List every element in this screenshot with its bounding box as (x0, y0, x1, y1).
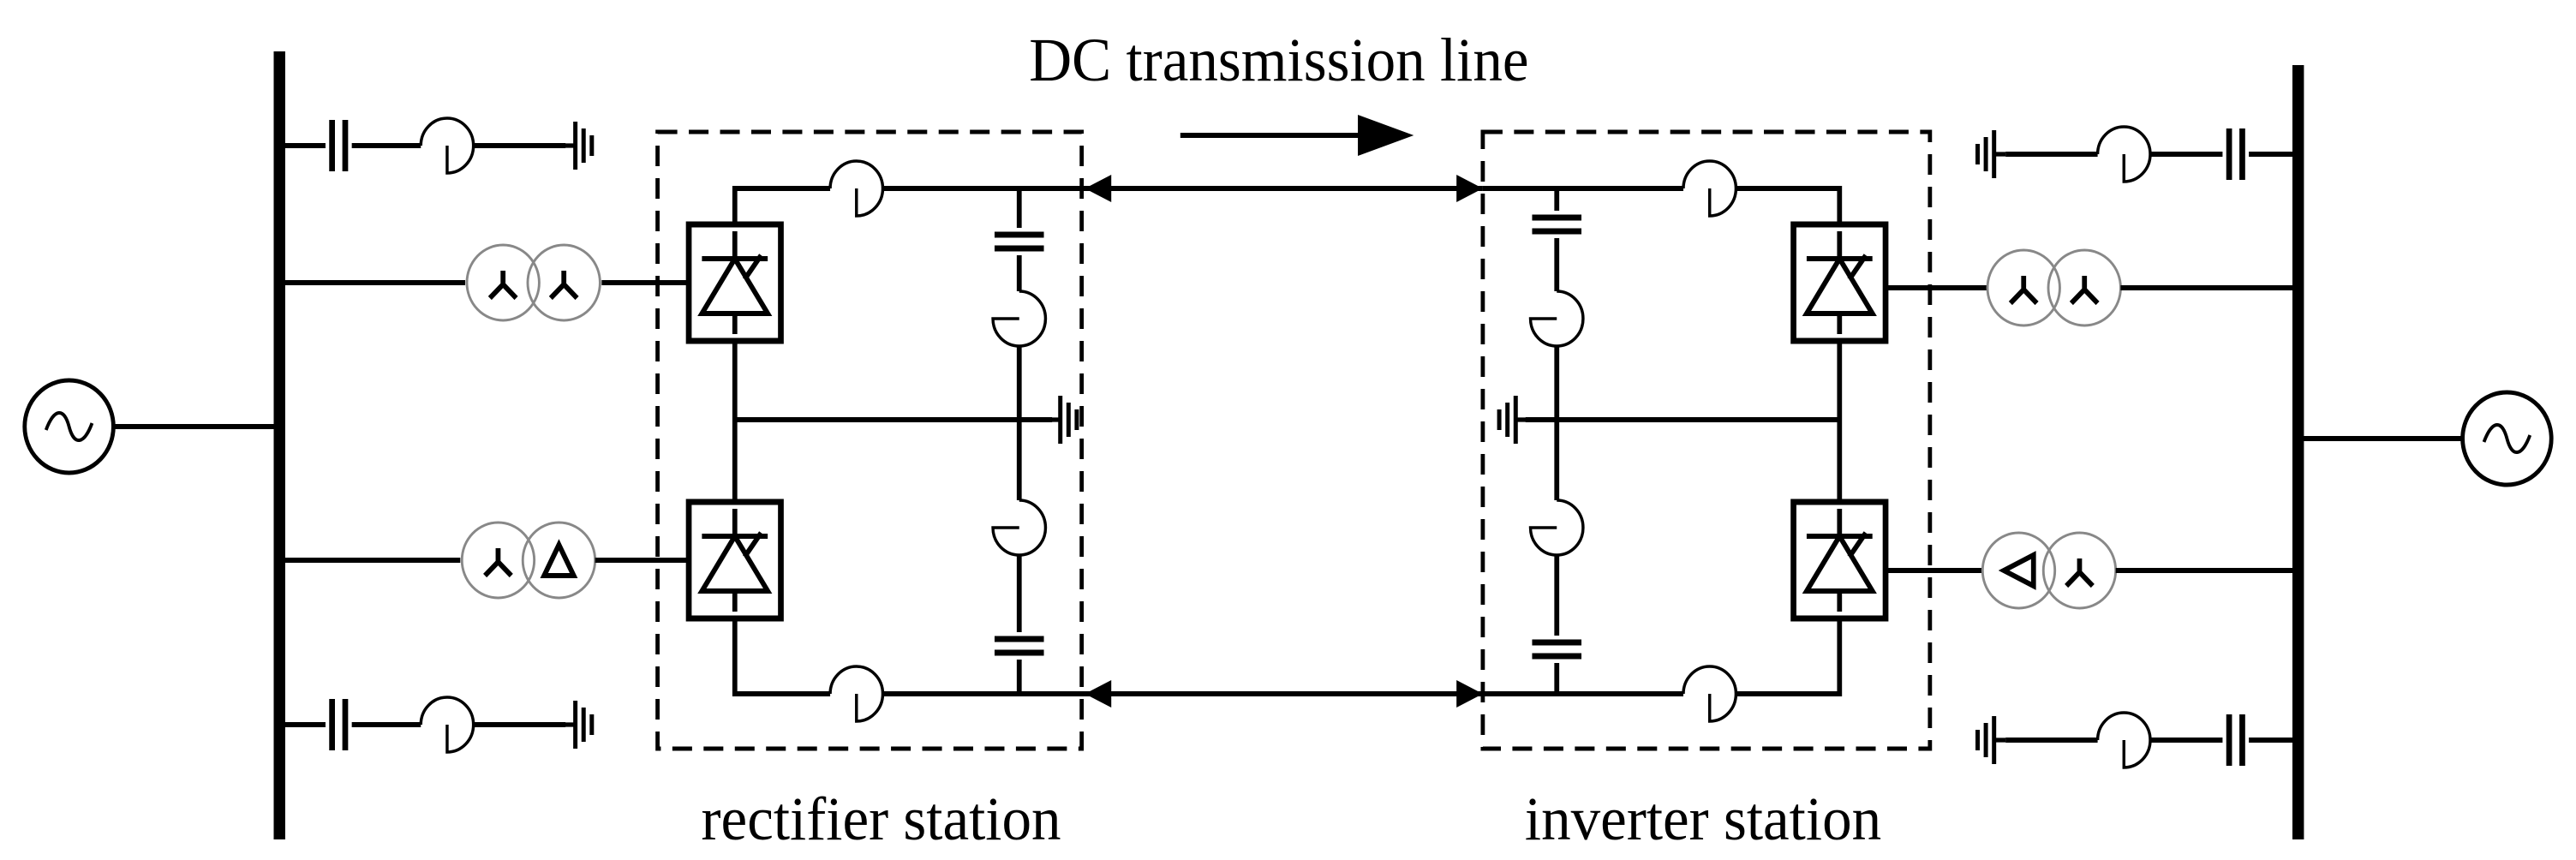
capacitor-icon (1532, 218, 1581, 231)
ground-icon (1978, 130, 2006, 178)
right-ac-source (2301, 390, 2554, 487)
dc-transmission-lines (1085, 115, 1483, 708)
right-bottom-transformer (1886, 531, 2295, 610)
inductor-icon (828, 159, 885, 218)
capacitor-icon (995, 235, 1044, 248)
power-flow-arrow-icon (1358, 115, 1414, 156)
inverter-station-box (1480, 129, 1933, 751)
inverter-circuit (1482, 159, 1886, 723)
inductor-icon (991, 499, 1048, 557)
capacitor-icon (332, 699, 345, 750)
ground-icon (564, 122, 592, 170)
rectifier-station-box (655, 129, 1085, 751)
ground-icon (564, 701, 592, 749)
left-bottom-filter (279, 696, 592, 754)
transformer-wye-delta-icon (1981, 531, 2057, 610)
thyristor-valve-icon (689, 502, 780, 618)
thyristor-valve-icon (1794, 502, 1886, 618)
left-ac-source (22, 378, 277, 475)
inductor-icon (419, 696, 475, 754)
inductor-icon (2095, 125, 2152, 183)
inductor-icon (419, 116, 475, 175)
right-bottom-filter (1978, 711, 2295, 769)
left-top-transformer (279, 243, 690, 322)
right-top-filter (1978, 125, 2295, 183)
capacitor-icon (2229, 714, 2242, 766)
inductor-icon (1682, 159, 1738, 218)
ground-icon (1978, 716, 2006, 764)
capacitor-icon (2229, 128, 2242, 180)
transformer-wye-wye-icon (1986, 248, 2061, 327)
capacitor-icon (332, 120, 345, 171)
capacitor-icon (995, 639, 1044, 653)
inductor-icon (1528, 499, 1585, 557)
left-bottom-transformer (279, 521, 688, 600)
capacitor-icon (1532, 642, 1581, 656)
inverter-station-label: inverter station (1525, 785, 1881, 854)
rectifier-circuit (689, 159, 1085, 723)
transformer-wye-wye-icon (465, 243, 541, 322)
transformer-wye-delta-icon (460, 521, 536, 600)
left-top-filter (279, 116, 592, 175)
diagram-title: DC transmission line (1029, 27, 1528, 95)
rectifier-station-label: rectifier station (702, 785, 1061, 854)
inductor-icon (1528, 290, 1585, 348)
inductor-icon (991, 290, 1048, 348)
inductor-icon (828, 665, 885, 723)
right-top-transformer (1886, 248, 2295, 327)
inductor-icon (1682, 665, 1738, 723)
ground-icon (1499, 396, 1527, 444)
inductor-icon (2095, 711, 2152, 769)
ground-icon (1049, 396, 1077, 444)
thyristor-valve-icon (1794, 224, 1886, 341)
thyristor-valve-icon (689, 224, 780, 341)
